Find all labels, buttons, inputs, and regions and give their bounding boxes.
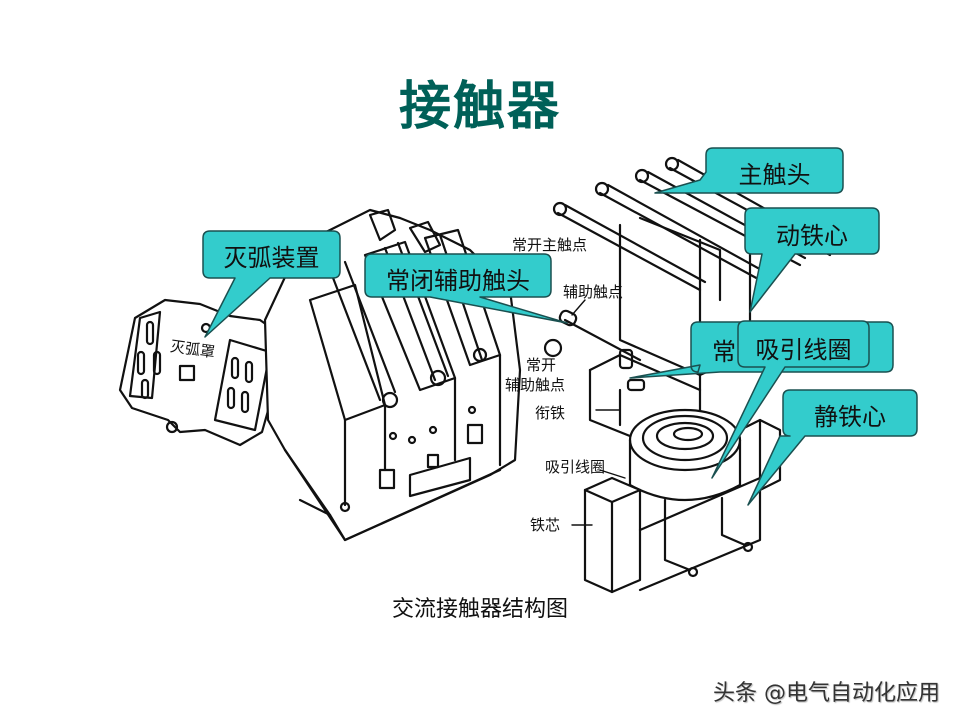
label-core: 铁芯: [530, 516, 560, 534]
arc-chute-drawing: [118, 298, 290, 447]
callout-static-core-label: 静铁心: [814, 403, 886, 431]
label-no-aux-line2: 辅助触点: [505, 376, 565, 394]
callout-nc-aux-contact-label: 常闭辅助触头: [386, 267, 530, 295]
callout-no-aux-contact-partial-label: 常: [712, 338, 736, 366]
callout-moving-core-label: 动铁心: [776, 222, 848, 250]
static-core-drawing: [583, 418, 782, 594]
label-no-main-contact: 常开主触点: [512, 236, 587, 254]
label-no-aux-line1: 常开: [526, 356, 556, 374]
figure-caption: 交流接触器结构图: [391, 597, 568, 622]
callout-static-core: [747, 389, 918, 506]
callout-nc-aux-contact: [364, 253, 568, 324]
callout-main-contact-label: 主触头: [738, 161, 811, 189]
aux-contact-arm-drawing: [543, 309, 646, 392]
callout-moving-core: [744, 207, 880, 313]
callout-coil: [711, 320, 870, 479]
coil-drawing: [628, 408, 742, 501]
callout-arc-device: [202, 230, 341, 338]
page-title: 接触器: [398, 76, 561, 137]
label-leader-lines: [571, 299, 626, 526]
label-coil: 吸引线圈: [545, 458, 605, 476]
callout-coil-label: 吸引线圈: [755, 336, 852, 364]
label-armature: 衔铁: [535, 404, 565, 422]
label-aux-contact: 辅助触点: [563, 283, 623, 301]
source-watermark: 头条 @电气自动化应用: [713, 681, 940, 706]
callout-main-contact: [654, 147, 844, 194]
callout-arc-device-label: 灭弧装置: [223, 244, 320, 272]
